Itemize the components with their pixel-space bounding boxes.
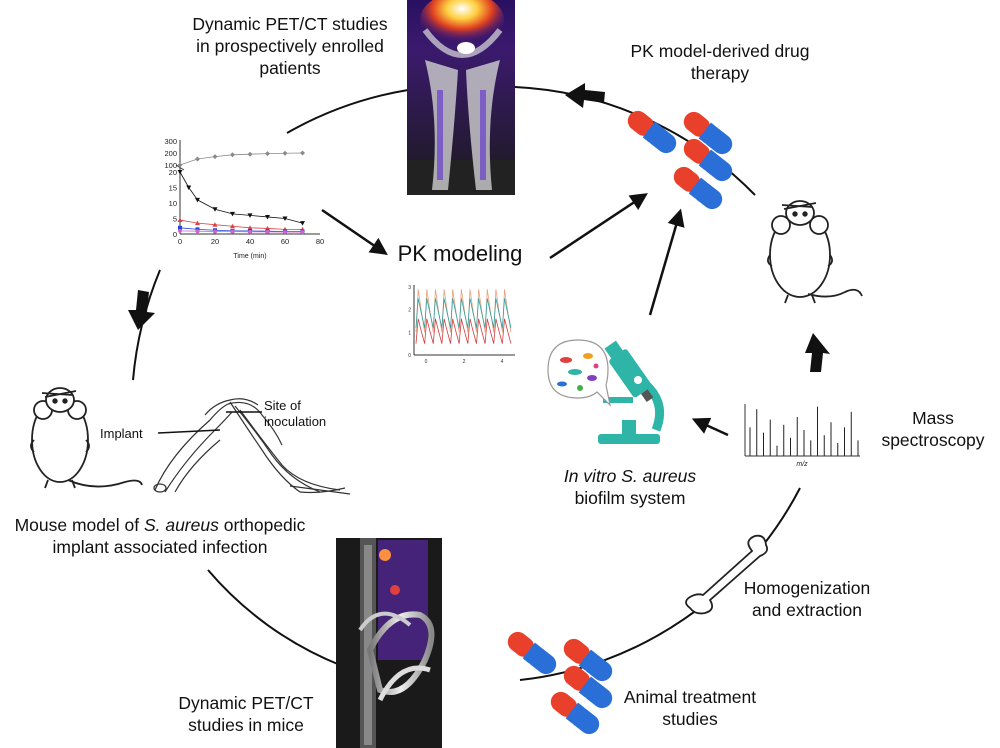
femur-icon (685, 534, 769, 615)
x-axis-label: m/z (796, 461, 808, 468)
data-point (247, 213, 253, 218)
cycle-arrow-left (128, 290, 155, 330)
series-line (179, 171, 303, 224)
label-pet-mice: Dynamic PET/CT studies in mice (178, 693, 314, 735)
label-implant: Implant (100, 426, 143, 441)
data-point (300, 230, 305, 235)
label-site-of-inoculation: Site of inoculation (264, 398, 327, 429)
y-tick-label: 20 (169, 168, 177, 177)
data-point (282, 216, 288, 221)
data-point (230, 211, 235, 217)
x-axis-label: Time (min) (233, 253, 266, 260)
data-point (177, 170, 183, 175)
mass-spectrum: m/z (744, 404, 860, 468)
x-tick-label: 20 (211, 237, 219, 246)
label-mass-spectroscopy: Mass spectroscopy (881, 408, 985, 450)
mouse-leg-sketch (153, 398, 351, 495)
data-point (195, 156, 200, 162)
data-point (300, 221, 305, 226)
data-point (212, 222, 218, 227)
y-tick-label: 15 (169, 184, 177, 193)
data-point (177, 217, 183, 223)
x-tick-label: 4 (501, 359, 504, 365)
series-line (179, 152, 303, 166)
arrow-chart-to-pk (321, 208, 388, 255)
data-point (230, 152, 235, 158)
pills-animal-treatment (507, 631, 613, 735)
data-point (283, 230, 287, 235)
data-point (247, 225, 253, 230)
data-point (195, 197, 200, 203)
x-tick-label: 0 (425, 359, 428, 365)
y-tick-label: 0 (173, 230, 177, 239)
series-line (179, 219, 303, 230)
mouse-icon-left (30, 387, 143, 489)
microscope-icon (598, 340, 664, 444)
series-line (415, 318, 512, 344)
label-homogenization: Homogenization and extraction (743, 578, 871, 620)
x-tick-label: 80 (316, 237, 324, 246)
y-tick-label: 0 (408, 353, 411, 359)
data-point (230, 229, 235, 234)
x-tick-label: 2 (463, 359, 466, 365)
label-pet-patients: Dynamic PET/CT studies in prospectively … (192, 14, 388, 78)
label-pk-drug-therapy: PK model-derived drug therapy (630, 41, 810, 83)
cycle-arrow-right (805, 333, 830, 372)
mouse-icon-right (767, 200, 863, 304)
pet-patient-image (407, 0, 515, 195)
data-point (178, 225, 182, 230)
cycle-arrow-top (565, 83, 605, 108)
pk-model-chart: 3 2 1 0 0 2 4 (408, 285, 515, 365)
series-line (415, 289, 512, 333)
arrow-ms-to-invitro (691, 417, 729, 437)
series-line (415, 298, 512, 328)
data-point (195, 229, 200, 234)
data-point (248, 229, 252, 234)
data-point (247, 151, 253, 157)
x-tick-label: 60 (281, 237, 289, 246)
y-tick-label: 3 (408, 285, 411, 291)
label-pk-modeling: PK modeling (397, 241, 523, 266)
label-in-vitro: In vitro S. aureus biofilm system (563, 466, 697, 508)
data-point (213, 229, 217, 234)
series-line (179, 227, 303, 232)
y-tick-label: 2 (408, 308, 411, 314)
data-point (265, 214, 270, 220)
data-point (230, 223, 235, 229)
label-animal-treatment: Animal treatment studies (623, 687, 757, 729)
data-point (186, 185, 192, 190)
data-point (265, 151, 270, 157)
y-tick-label: 300 (164, 137, 177, 146)
data-point (212, 207, 218, 212)
label-mouse-model: Mouse model of S. aureus orthopedic impl… (14, 515, 306, 557)
y-tick-label: 1 (408, 330, 411, 336)
pet-mouse-image (336, 538, 442, 748)
y-tick-label: 200 (164, 149, 177, 158)
y-tick-label: 10 (169, 199, 177, 208)
data-point (212, 154, 218, 160)
x-tick-label: 40 (246, 237, 254, 246)
arrow-invitro-to-drug (648, 208, 685, 316)
series-line (179, 230, 303, 233)
data-point (178, 228, 182, 233)
pills-drug-therapy (627, 110, 733, 210)
data-point (177, 162, 183, 168)
data-point (265, 229, 270, 234)
bacteria-bubble-icon (547, 339, 611, 407)
data-point (195, 220, 200, 226)
data-point (282, 150, 288, 156)
y-tick-label: 100 (164, 161, 177, 170)
y-tick-label: 5 (173, 215, 177, 224)
data-point (300, 150, 305, 156)
implant-pointer (157, 429, 221, 434)
arrow-pk-to-drug (549, 193, 648, 260)
x-tick-label: 0 (178, 237, 182, 246)
